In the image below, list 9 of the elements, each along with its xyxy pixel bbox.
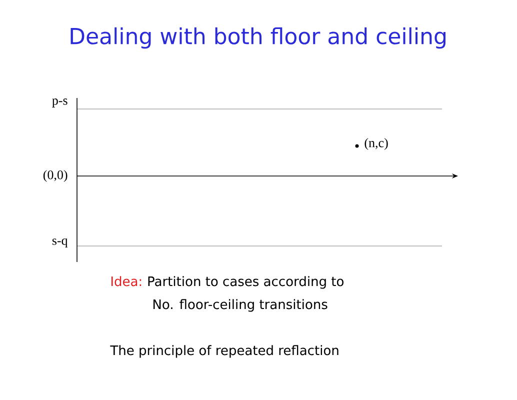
axis-label: (0,0) bbox=[43, 170, 68, 182]
note-text: The principle of repeated reflaction bbox=[110, 345, 338, 358]
axis-label: (n,c) bbox=[364, 138, 388, 150]
title: Dealing with both floor and ceiling bbox=[70, 27, 446, 49]
axis-label: p-s bbox=[52, 98, 68, 108]
axis-label: s-q bbox=[52, 238, 68, 248]
idea-text: Partition to cases according to bbox=[148, 276, 344, 289]
idea-text: No. floor-ceiling transitions bbox=[153, 299, 328, 312]
idea-label: Idea: bbox=[111, 276, 142, 286]
